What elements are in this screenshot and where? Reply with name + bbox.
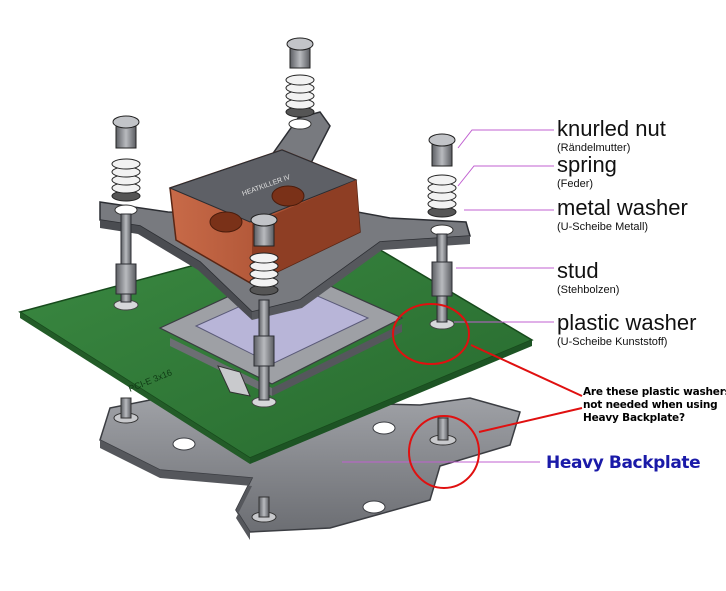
spring-assembly-right [427, 133, 457, 218]
label-stud: stud (Stehbolzen) [557, 258, 620, 296]
label-metal-washer: metal washer (U-Scheibe Metall) [557, 195, 688, 233]
spring-assembly-top [285, 37, 315, 118]
question-annotation: Are these plastic washers not needed whe… [583, 386, 726, 424]
label-spring: spring (Feder) [557, 152, 617, 190]
label-plastic-washer: plastic washer (U-Scheibe Kunststoff) [557, 310, 697, 348]
leader-lines [342, 129, 554, 463]
label-heavy-backplate: Heavy Backplate [546, 453, 701, 473]
backplate-stud-front [251, 496, 277, 523]
label-knurled-nut: knurled nut (Rändelmutter) [557, 116, 666, 154]
stud-left [120, 213, 132, 303]
highlight-circle-pcb-washer [392, 303, 470, 365]
spring-assembly-front [249, 213, 279, 296]
backplate-stud-right [429, 417, 457, 446]
highlight-annotation [392, 303, 583, 489]
backplate-stud-left [113, 397, 139, 424]
highlight-circle-backplate-stud [408, 415, 480, 489]
spring-assembly-left [111, 115, 141, 202]
